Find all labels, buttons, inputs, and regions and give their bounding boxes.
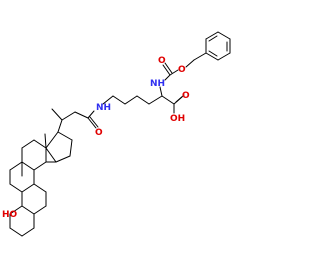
carbamate-linker bbox=[162, 52, 207, 81]
carbamate-nh-label: NH bbox=[150, 79, 165, 89]
molecule-structure: NH O NH O O O OH HO bbox=[2, 31, 231, 237]
carbamate-ether-oxygen-label: O bbox=[178, 65, 186, 75]
amide-oxygen-label: O bbox=[95, 128, 103, 138]
structure-canvas: NH O NH O O O OH HO bbox=[2, 31, 231, 237]
acid-hydroxyl-label: OH bbox=[170, 114, 185, 124]
ring-b bbox=[9, 149, 47, 215]
ring-d bbox=[44, 131, 73, 163]
ring-a bbox=[9, 205, 35, 237]
amide-linker bbox=[51, 108, 99, 133]
carbamate-carbonyl-oxygen-label: O bbox=[158, 56, 166, 66]
acid-carbonyl-oxygen-label: O bbox=[182, 91, 190, 101]
lysine-backbone bbox=[102, 86, 185, 114]
steroid-hydroxyl-label: HO bbox=[2, 210, 18, 220]
amide-nh-label: NH bbox=[96, 103, 111, 113]
benzyl-ring bbox=[205, 31, 231, 61]
